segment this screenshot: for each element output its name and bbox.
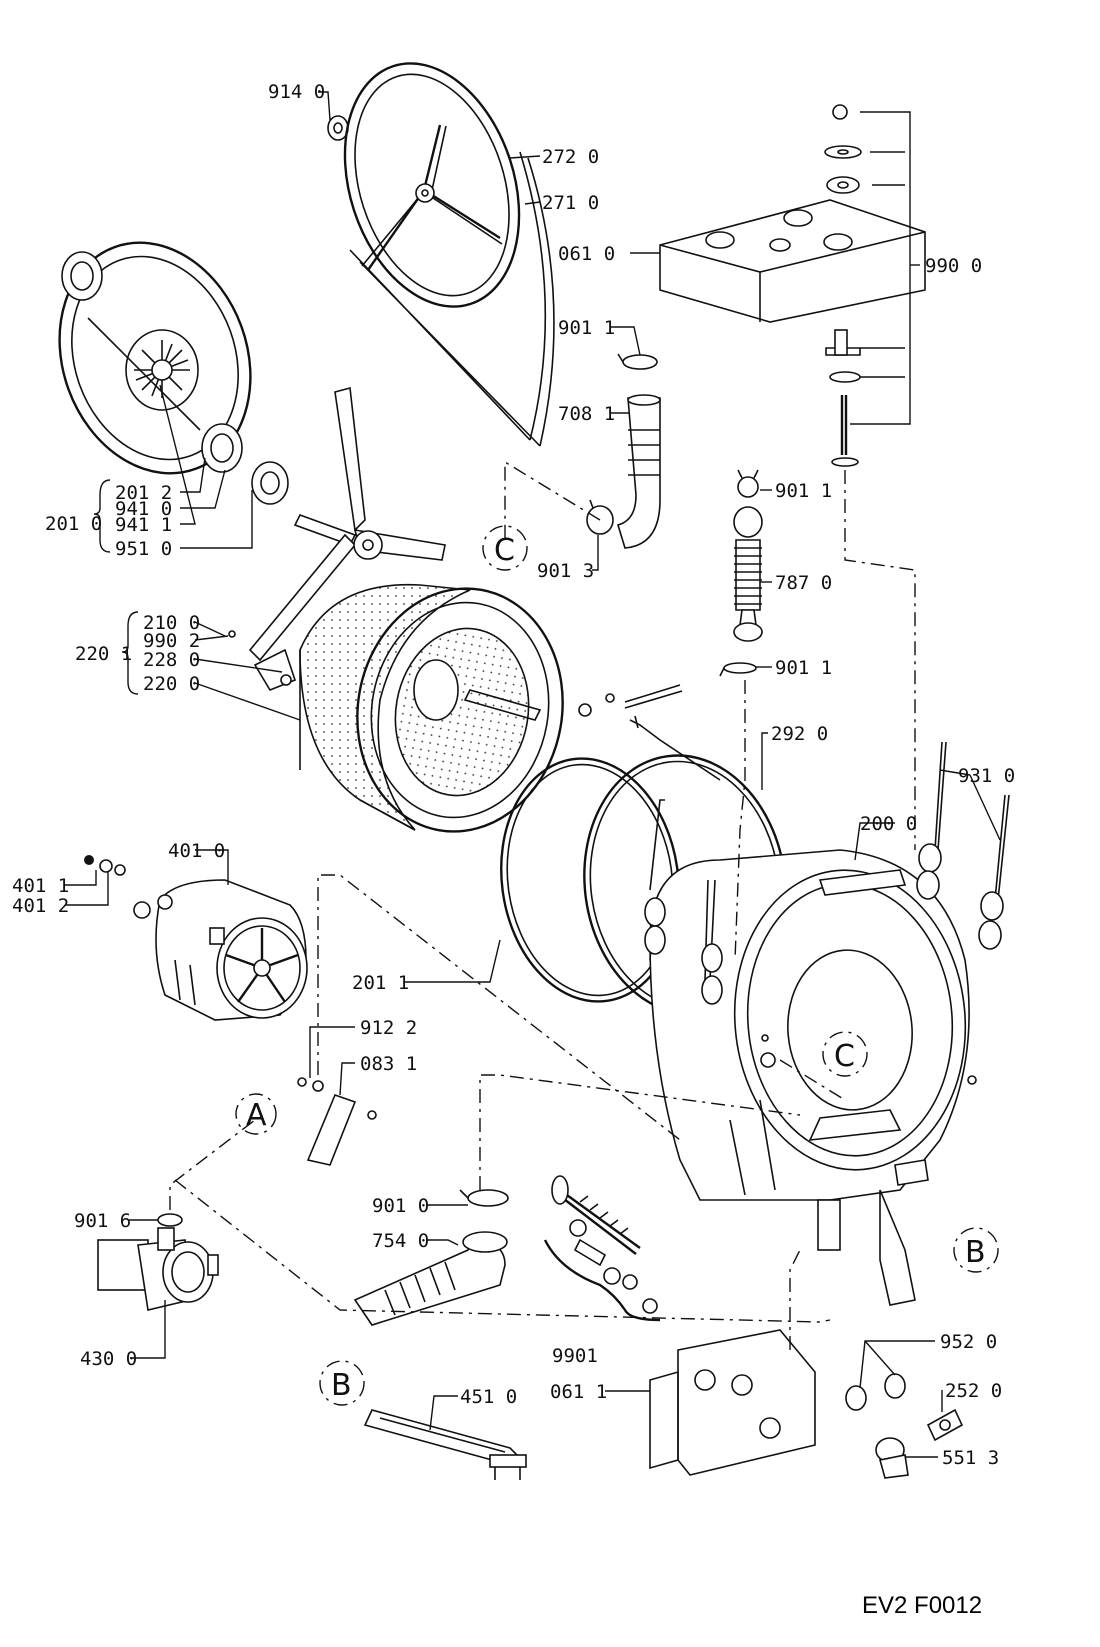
ref-circle-b-tub: B: [953, 1227, 999, 1273]
ref-letter-c-tub: C: [834, 1039, 855, 1074]
drive-belt: [349, 151, 555, 447]
label-252-0: 252 0: [945, 1380, 1002, 1402]
clip-901-6: [157, 1213, 183, 1227]
label-931-0: 931 0: [958, 765, 1015, 787]
label-228-0: 228 0: [143, 649, 200, 671]
label-941-0: 941 0: [115, 498, 172, 520]
brace-201: [93, 479, 111, 553]
hose-754: [353, 1231, 508, 1326]
clip-901-1b: [737, 469, 759, 498]
heater-451: [363, 1409, 527, 1480]
label-272-0: 272 0: [542, 146, 599, 168]
dash-990-tub: [844, 470, 916, 850]
bearing-941-0: [201, 423, 243, 473]
counterweight-top: [659, 199, 926, 323]
label-901-1-bellows: 901 1: [775, 657, 832, 679]
label-901-1-hose: 901 1: [558, 317, 615, 339]
tub: [649, 849, 977, 1306]
label-220-0: 220 0: [143, 673, 200, 695]
pump: [97, 1227, 219, 1311]
label-952-0: 952 0: [940, 1331, 997, 1353]
fixing-kit-990: [824, 104, 862, 467]
ref-circle-a: A: [235, 1093, 277, 1135]
grommet-252: [926, 1408, 964, 1442]
hose-708: [616, 394, 661, 549]
label-220-1: 220 1: [75, 643, 132, 665]
motor-nuts: [84, 855, 126, 876]
label-201-0: 201 0: [45, 513, 102, 535]
thermostat-551: [875, 1437, 909, 1479]
label-912-2: 912 2: [360, 1017, 417, 1039]
tub-springs: [629, 715, 1010, 1005]
label-083-1: 083 1: [360, 1053, 417, 1075]
clamp-901-0: [459, 1189, 509, 1207]
drum-pulley: [343, 62, 521, 308]
label-401-1: 401 1: [12, 875, 69, 897]
label-210-0: 210 0: [143, 612, 200, 634]
label-201-2: 201 2: [115, 482, 172, 504]
motor: [133, 879, 308, 1021]
label-990-2: 990 2: [143, 630, 200, 652]
label-941-1: 941 1: [115, 514, 172, 536]
counterweight-front: [649, 1329, 816, 1476]
label-430-0: 430 0: [80, 1348, 137, 1370]
dash-c-tub: [779, 1059, 846, 1101]
ref-letter-b-tub: B: [965, 1235, 986, 1270]
ref-letter-b-heater: B: [331, 1368, 352, 1403]
hose-clamp-901-3: [586, 499, 614, 535]
label-990-0: 990 0: [925, 255, 982, 277]
label-451-0: 451 0: [460, 1386, 517, 1408]
ref-circle-c-tub: C: [822, 1031, 868, 1077]
rear-cover-pulley: [58, 241, 252, 475]
label-901-3: 901 3: [537, 560, 594, 582]
label-901-0: 901 0: [372, 1195, 429, 1217]
seal-951: [251, 461, 289, 505]
label-9901: 9901: [552, 1345, 598, 1367]
ref-letter-c-top: C: [494, 533, 515, 568]
dash-c-top: [504, 460, 601, 540]
dash-912-tub: [317, 874, 681, 1141]
leader-lines: [65, 91, 1001, 1458]
label-914-0: 914 0: [268, 81, 325, 103]
drum: [299, 583, 564, 833]
part-labels: 914 0 272 0 271 0 061 0 990 0 901 1 708 …: [12, 81, 1015, 1469]
label-708-1: 708 1: [558, 403, 615, 425]
bracket-083: [306, 1093, 377, 1166]
label-061-0: 061 0: [558, 243, 615, 265]
diagram-code: EV2 F0012: [862, 1592, 982, 1619]
drum-screws: [228, 630, 683, 717]
label-551-3: 551 3: [942, 1447, 999, 1469]
clip-901-1c: [719, 662, 757, 677]
tub-front-ring: [500, 757, 680, 1003]
bolt-kit-9901: [551, 1175, 658, 1314]
dash-pump-a: [169, 1119, 256, 1210]
label-787-0: 787 0: [775, 572, 832, 594]
dash-061-1-tub: [789, 1249, 801, 1350]
label-200-0: 200 0: [860, 813, 917, 835]
dash-901-0-tub: [479, 1074, 801, 1190]
bellows-787: [733, 506, 763, 642]
hose-clamp-901-1a: [617, 353, 658, 370]
label-901-1-clip: 901 1: [775, 480, 832, 502]
screw-912-2: [297, 1077, 324, 1092]
washers-952: [845, 1373, 906, 1411]
label-201-1: 201 1: [352, 972, 409, 994]
ref-circle-b-heater: B: [319, 1360, 365, 1406]
label-271-0: 271 0: [542, 192, 599, 214]
label-401-0: 401 0: [168, 840, 225, 862]
label-401-2: 401 2: [12, 895, 69, 917]
ref-circle-c-top: C: [482, 525, 528, 571]
label-951-0: 951 0: [115, 538, 172, 560]
label-061-1: 061 1: [550, 1381, 607, 1403]
label-292-0: 292 0: [771, 723, 828, 745]
ref-letter-a: A: [246, 1098, 267, 1133]
label-901-6: 901 6: [74, 1210, 131, 1232]
dash-901-tub: [734, 680, 746, 961]
label-754-0: 754 0: [372, 1230, 429, 1252]
bearing-941-1: [61, 251, 103, 301]
brace-220: [121, 611, 139, 695]
